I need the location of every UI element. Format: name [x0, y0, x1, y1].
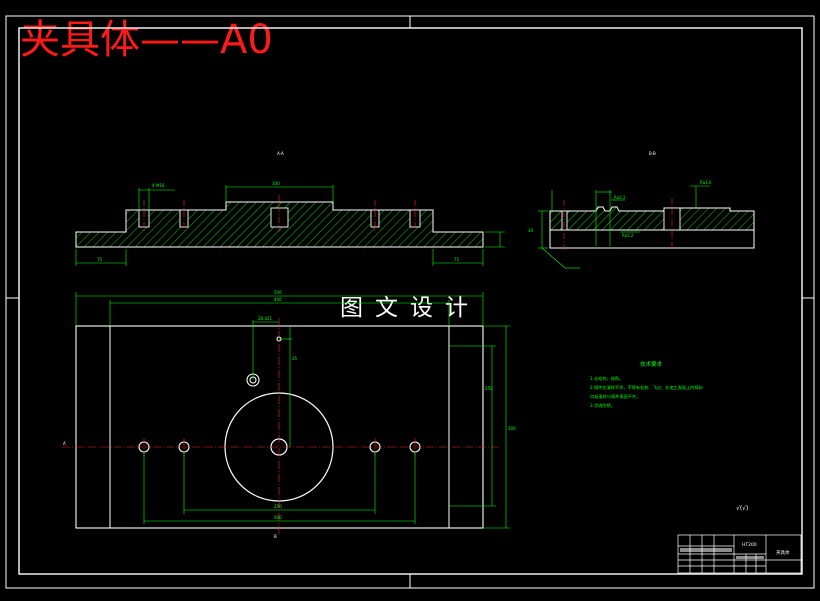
bb-base	[549, 229, 755, 249]
outer-border	[5, 15, 815, 589]
aa-dim-right: 75	[454, 257, 460, 262]
section-aa-view: A-A	[75, 151, 505, 266]
bb-ra-1: Ra3.2	[614, 195, 626, 200]
watermark-text: 图文设计	[340, 295, 480, 321]
aa-dim-left: 75	[97, 257, 103, 262]
plan-dim-height: 300	[508, 426, 516, 431]
bb-dim-h: 30	[528, 228, 534, 233]
plan-dim-height-inner: 250	[485, 386, 493, 391]
bb-hole-2	[663, 207, 681, 231]
plan-outline	[75, 325, 484, 529]
section-aa-label: A-A	[277, 151, 284, 156]
plan-section-b-mark: B	[274, 534, 277, 539]
notes-heading: 技术要求	[640, 360, 663, 368]
notes-line-1: 1.去毛刺，锐角。	[590, 375, 623, 382]
bb-hole-1	[561, 210, 568, 231]
section-bb-view: B-B 30 Ra3.2 Ra3.2 Ra1.6	[528, 151, 755, 269]
drawing-title: 夹具体——A0	[20, 17, 273, 63]
title-block	[677, 534, 802, 574]
bb-ra-2: Ra3.2	[622, 233, 634, 238]
plan-dim-inner: 400	[274, 297, 282, 302]
plan-dim-span-inner: 250	[274, 504, 282, 509]
plan-section-a-mark: A	[63, 441, 66, 446]
plan-dim-offset-x: 28.421	[258, 316, 272, 321]
title-block-name: 夹具体	[776, 549, 790, 556]
title-block-code: HT200	[742, 542, 757, 548]
notes-line-4: 3.涂油防锈。	[590, 402, 615, 409]
plan-dim-span-outer: 400	[274, 515, 282, 520]
border-ticks	[6, 16, 814, 588]
plan-view: 500 400 28.421 35 300 250 250 400 A B	[62, 290, 516, 539]
plan-dim-offset-y: 35	[292, 356, 298, 361]
inner-border	[18, 27, 803, 575]
notes-line-2: 2.铸件应清除干净，不得有毛刺、飞边、非加工表面上的铸砂	[590, 384, 703, 391]
section-bb-profile	[549, 206, 755, 231]
plan-dim-width: 500	[274, 290, 282, 295]
technical-notes: 技术要求 1.去毛刺，锐角。 2.铸件应清除干净，不得有毛刺、飞边、非加工表面上…	[590, 360, 703, 409]
roughness-symbol: √(√)	[736, 505, 748, 512]
aa-dim-center: 100	[272, 181, 280, 186]
bb-ra-3: Ra1.6	[700, 180, 712, 185]
aa-dim-small: 4-M16	[152, 183, 165, 188]
section-bb-label: B-B	[649, 151, 656, 156]
aa-hole-3	[270, 207, 289, 228]
title-block-dense	[680, 548, 764, 559]
notes-line-3: 口处清除与铸件表面平齐。	[590, 393, 640, 400]
